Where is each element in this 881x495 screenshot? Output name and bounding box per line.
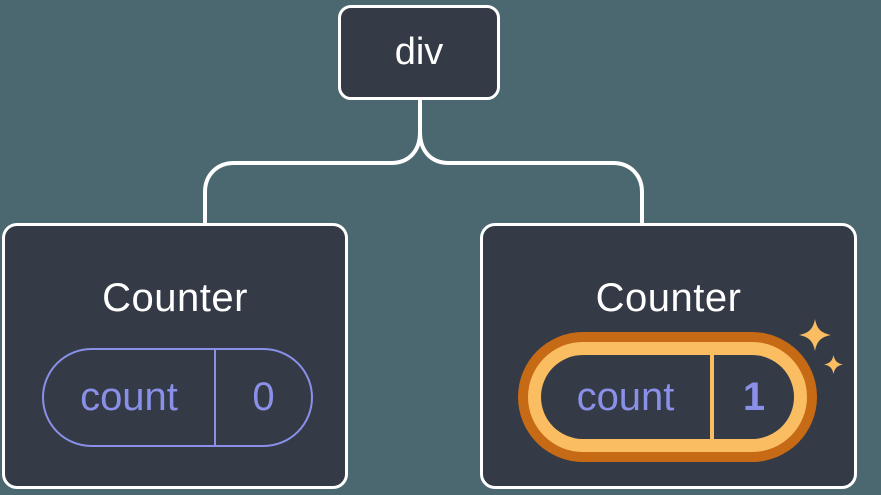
connector-left-branch (203, 130, 422, 224)
root-node-div: div (338, 5, 500, 100)
state-pill-right-highlight-ring: count 1 (518, 332, 817, 462)
counter-card-left: Counter count 0 (2, 223, 348, 489)
state-value-label: 0 (252, 375, 275, 419)
sparkle-icon (824, 355, 843, 374)
root-node-label: div (394, 31, 444, 73)
state-pill-divider (214, 350, 216, 445)
state-value-cell: 0 (216, 350, 311, 445)
state-pill-right-inner-ring: count 1 (528, 342, 807, 452)
state-key-cell: count (44, 350, 214, 445)
state-value-cell: 1 (714, 355, 794, 439)
state-pill-divider (710, 355, 714, 439)
sparkle-icon (799, 319, 831, 351)
state-pill-right: count 1 (541, 355, 794, 439)
counter-card-left-title: Counter (102, 276, 248, 320)
counter-card-right: Counter count 1 (480, 223, 857, 489)
counter-card-right-title: Counter (595, 276, 742, 320)
state-key-label: count (80, 375, 178, 419)
state-pill-left: count 0 (42, 348, 313, 447)
connector-right-branch (418, 130, 644, 224)
state-value-label: 1 (742, 374, 766, 419)
state-key-label: count (576, 374, 675, 419)
state-key-cell: count (541, 355, 710, 439)
